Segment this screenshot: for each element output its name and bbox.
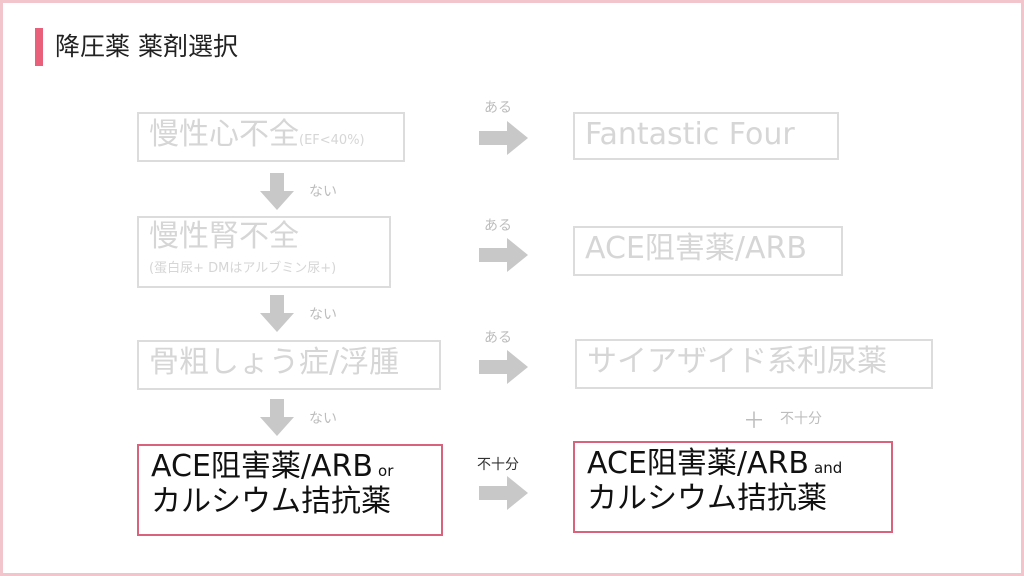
osteoporosis-label: 骨粗しょう症/浮腫: [149, 345, 400, 380]
insufficient-label-plus: 不十分: [780, 411, 822, 427]
box-renal-failure: 慢性腎不全 (蛋白尿+ DMはアルブミン尿+): [137, 216, 391, 288]
fantastic-four-label: Fantastic Four: [585, 117, 795, 152]
down-arrow-icon: [260, 399, 294, 436]
right-arrow-icon: [479, 121, 528, 155]
right-regimen-line1: ACE阻害薬/ARB: [587, 446, 809, 481]
ace-arb-label: ACE阻害薬/ARB: [585, 231, 807, 266]
yes-label-1: ある: [484, 100, 512, 116]
box-right-regimen: ACE阻害薬/ARB and カルシウム拮抗薬: [573, 441, 893, 533]
right-regimen-line2: カルシウム拮抗薬: [587, 480, 827, 516]
thiazide-label: サイアザイド系利尿薬: [587, 344, 887, 379]
insufficient-label-arrow: 不十分: [477, 457, 519, 473]
renal-failure-sub: (蛋白尿+ DMはアルブミン尿+): [149, 260, 337, 276]
down-arrow-icon: [260, 295, 294, 332]
no-label-1: ない: [309, 184, 337, 200]
left-regimen-line2: カルシウム拮抗薬: [151, 483, 391, 519]
heart-failure-sub: (EF<40%): [299, 133, 365, 148]
right-arrow-icon: [479, 238, 528, 272]
box-osteoporosis: 骨粗しょう症/浮腫: [137, 340, 441, 390]
box-fantastic-four: Fantastic Four: [573, 112, 839, 160]
no-label-2: ない: [309, 307, 337, 323]
title-accent-bar: [35, 28, 43, 66]
renal-failure-label: 慢性腎不全: [149, 219, 299, 254]
left-regimen-line1: ACE阻害薬/ARB: [151, 449, 373, 484]
box-thiazide: サイアザイド系利尿薬: [575, 339, 933, 389]
page-title: 降圧薬 薬剤選択: [55, 32, 238, 61]
no-label-3: ない: [309, 411, 337, 427]
box-left-regimen: ACE阻害薬/ARB or カルシウム拮抗薬: [137, 444, 443, 536]
down-arrow-icon: [260, 173, 294, 210]
yes-label-2: ある: [484, 218, 512, 234]
box-heart-failure: 慢性心不全(EF<40%): [137, 112, 405, 162]
plus-icon: ＋: [743, 409, 766, 434]
right-arrow-icon: [479, 476, 528, 510]
box-ace-arb: ACE阻害薬/ARB: [573, 226, 843, 276]
right-arrow-icon: [479, 350, 528, 384]
heart-failure-label: 慢性心不全: [149, 117, 299, 152]
yes-label-3: ある: [484, 330, 512, 346]
right-regimen-conj: and: [814, 459, 843, 477]
left-regimen-conj: or: [378, 462, 394, 480]
